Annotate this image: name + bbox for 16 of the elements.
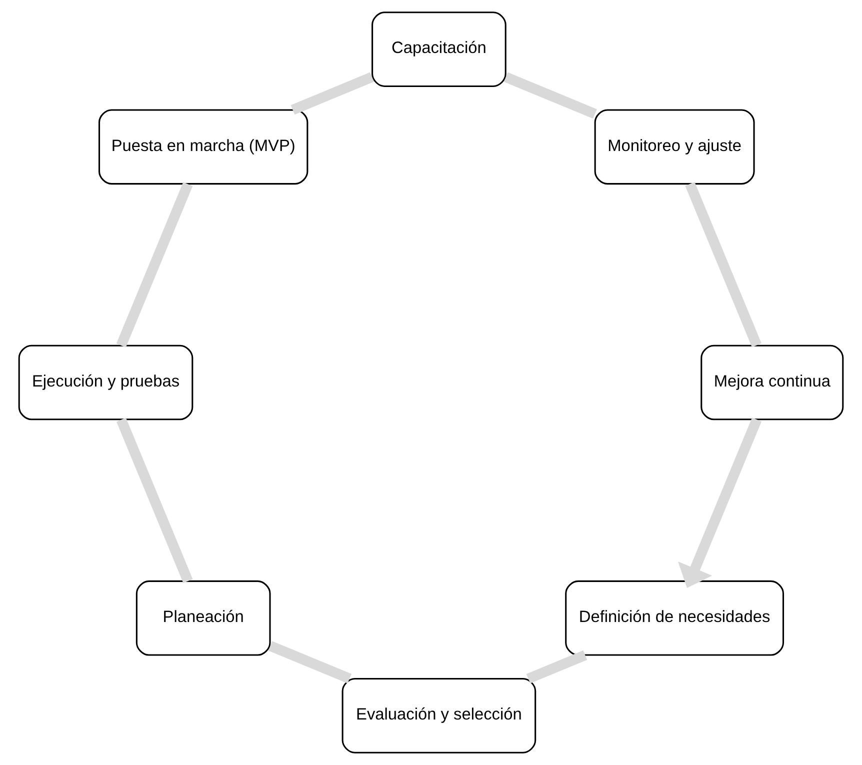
connector	[504, 72, 597, 119]
node-box: Capacitación	[372, 12, 506, 87]
node-box: Monitoreo y ajuste	[594, 109, 755, 185]
connector	[526, 650, 588, 684]
node-box: Puesta en marcha (MVP)	[98, 109, 308, 185]
node-box: Ejecución y pruebas	[18, 344, 194, 420]
connector	[268, 641, 352, 684]
node-box: Planeación	[136, 580, 271, 656]
connector	[116, 182, 193, 348]
node-box: Evaluación y selección	[342, 678, 536, 754]
node-box: Mejora continua	[700, 344, 844, 420]
node-box: Definición de necesidades	[565, 580, 784, 656]
connector	[290, 72, 374, 115]
connector	[116, 418, 193, 583]
arrow	[678, 418, 762, 588]
connector	[685, 182, 762, 348]
